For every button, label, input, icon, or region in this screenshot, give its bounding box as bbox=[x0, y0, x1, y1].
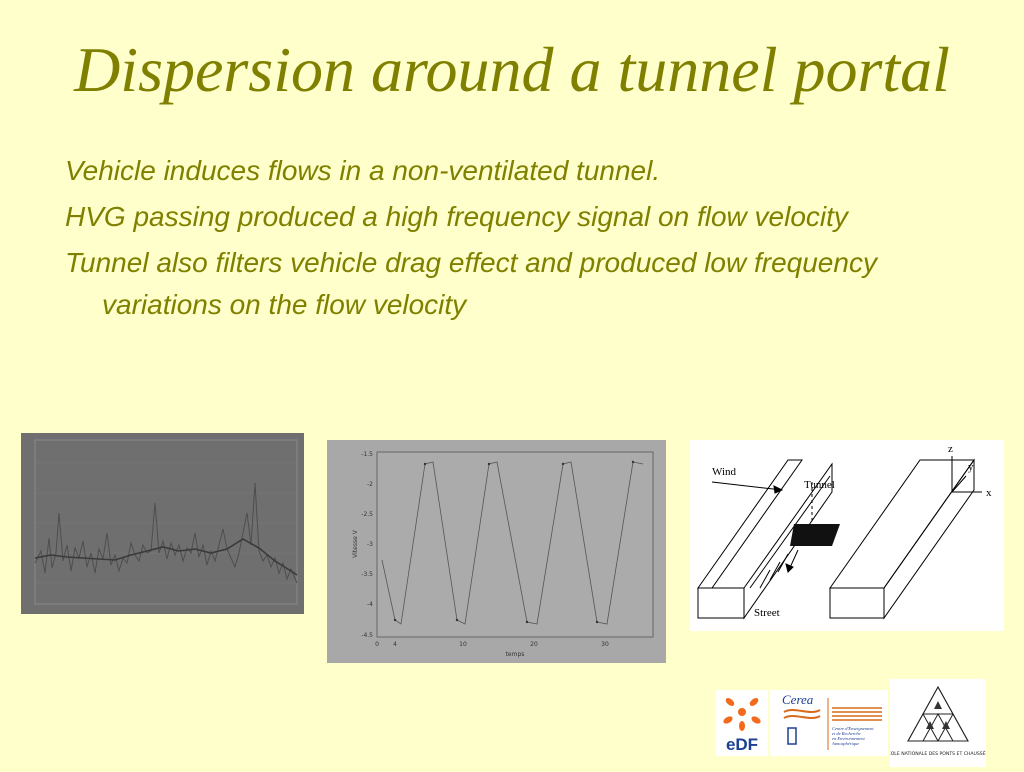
y-tick: -1.5 bbox=[361, 451, 373, 458]
cerea-logo: Cerea Centre d'Enseignement et de Recher… bbox=[770, 690, 888, 756]
y-tick: -4.5 bbox=[361, 632, 373, 639]
x-axis-label: temps bbox=[506, 651, 525, 658]
bullet-item: Vehicle induces flows in a non-ventilate… bbox=[65, 155, 661, 186]
cerea-subtitle-line: en Environnement bbox=[832, 736, 865, 741]
cerea-subtitle-line: Atmosphérique bbox=[831, 741, 859, 746]
axis-y-label: y bbox=[968, 461, 974, 473]
street-label: Street bbox=[754, 607, 780, 619]
enpc-logo: ÉCOLE NATIONALE DES PONTS ET CHAUSSÉES bbox=[885, 679, 992, 767]
wind-label: Wind bbox=[712, 466, 736, 478]
y-tick: -3 bbox=[367, 541, 373, 548]
edf-logo: eDF bbox=[716, 690, 768, 756]
axis-z-label: z bbox=[948, 443, 953, 455]
bullet-list: Vehicle induces flows in a non-ventilate… bbox=[65, 150, 945, 330]
tunnel-label: Tunnel bbox=[804, 479, 835, 491]
cerea-subtitle-line: Centre d'Enseignement bbox=[832, 726, 874, 731]
tunnel-diagram-image: Wind Tunnel Street z y x bbox=[690, 440, 1004, 631]
cerea-subtitle-line: et de Recherche bbox=[832, 731, 861, 736]
x-tick: 10 bbox=[459, 641, 467, 648]
slide-title: Dispersion around a tunnel portal bbox=[74, 34, 950, 105]
signal-plot-image bbox=[21, 433, 304, 614]
y-tick: -4 bbox=[367, 601, 373, 608]
y-tick: -3.5 bbox=[361, 571, 373, 578]
cerea-logo-text: Cerea bbox=[782, 692, 814, 707]
bullet-item: HVG passing produced a high frequency si… bbox=[65, 201, 848, 232]
x-tick: 30 bbox=[601, 641, 609, 648]
velocity-plot-image: -1.5 -2 -2.5 -3 -3.5 -4 -4.5 0 4 10 20 3… bbox=[327, 440, 666, 663]
axis-x-label: x bbox=[986, 487, 992, 499]
y-tick: -2 bbox=[367, 481, 373, 488]
x-tick: 0 bbox=[375, 641, 379, 648]
y-tick: -2.5 bbox=[361, 511, 373, 518]
x-tick: 20 bbox=[530, 641, 538, 648]
bullet-item: Tunnel also filters vehicle drag effect … bbox=[65, 247, 877, 320]
y-axis-label: Vitesse V bbox=[352, 529, 359, 558]
x-tick: 4 bbox=[393, 641, 397, 648]
enpc-logo-text: ÉCOLE NATIONALE DES PONTS ET CHAUSSÉES bbox=[890, 749, 986, 757]
edf-logo-text: eDF bbox=[726, 735, 758, 754]
